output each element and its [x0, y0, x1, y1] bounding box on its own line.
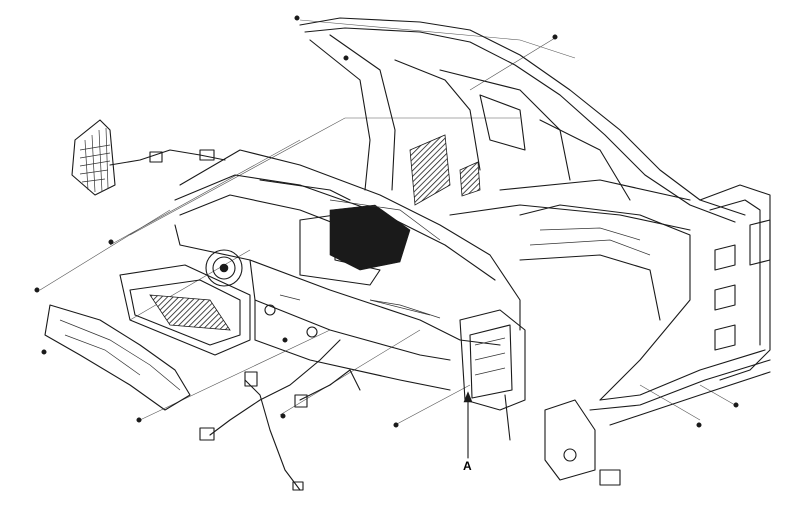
floor-pan [519, 204, 691, 401]
crash-pad [174, 149, 521, 391]
body-shell [299, 17, 746, 231]
center-fascia [459, 309, 526, 441]
side-cover [544, 399, 621, 486]
wiring-harness [199, 299, 441, 491]
right-pillar [589, 184, 771, 426]
callout-a-arrow [463, 391, 473, 459]
fasteners [34, 15, 739, 428]
lower-panels [44, 264, 251, 411]
speaker-module [71, 119, 226, 196]
callout-a-label: A [463, 459, 472, 473]
